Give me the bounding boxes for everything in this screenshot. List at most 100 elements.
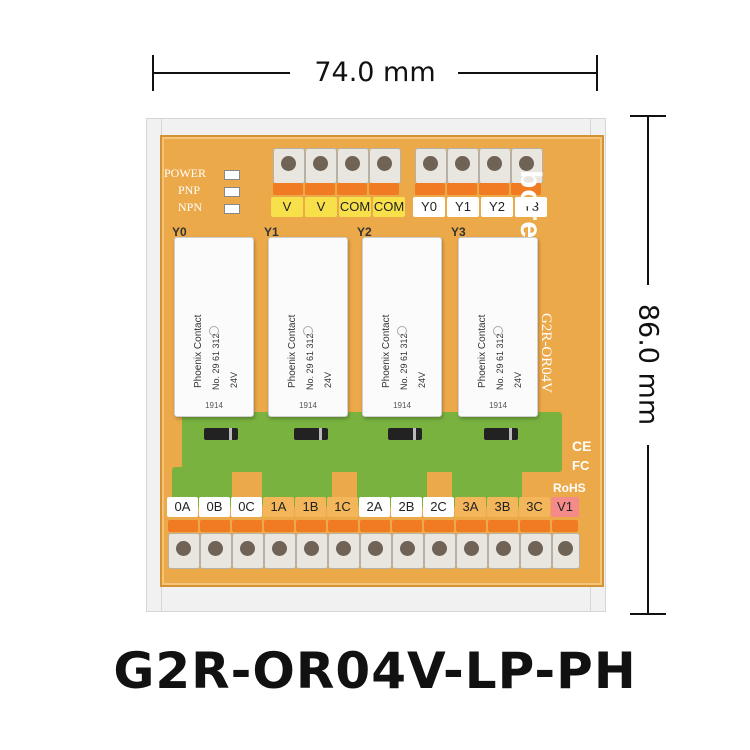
terminal-hole bbox=[272, 541, 287, 556]
terminal-lever[interactable] bbox=[488, 520, 518, 532]
dimension-line bbox=[647, 115, 649, 285]
terminal-lever[interactable] bbox=[415, 183, 445, 195]
terminal-block[interactable] bbox=[552, 533, 580, 569]
relay-voltage: 24V bbox=[513, 371, 523, 388]
terminal-block[interactable] bbox=[415, 148, 447, 184]
terminal-lever[interactable] bbox=[264, 520, 294, 532]
board-model-label: G2R-OR04V bbox=[538, 313, 554, 394]
terminal-block[interactable] bbox=[360, 533, 392, 569]
terminal-label: 2B bbox=[391, 497, 422, 517]
terminal-lever[interactable] bbox=[200, 520, 230, 532]
terminal-block[interactable] bbox=[232, 533, 264, 569]
dimension-tick bbox=[596, 55, 598, 91]
terminal-lever[interactable] bbox=[447, 183, 477, 195]
terminal-block[interactable] bbox=[168, 533, 200, 569]
bottom-terminal-labels: 0A 0B 0C 1A 1B 1C 2A 2B 2C 3A 3B 3C V1 bbox=[167, 497, 579, 517]
relay-part-number: No. 29 61 312 bbox=[305, 333, 315, 390]
height-dimension: 86.0 mm bbox=[630, 115, 666, 615]
terminal-block[interactable] bbox=[200, 533, 232, 569]
pnp-led bbox=[224, 187, 240, 197]
terminal-block[interactable] bbox=[264, 533, 296, 569]
relay-maker: Phoenix Contact bbox=[193, 314, 204, 388]
pnp-indicator-label: PNP bbox=[178, 183, 201, 197]
terminal-label: COM bbox=[339, 197, 371, 217]
terminal-block[interactable] bbox=[296, 533, 328, 569]
terminal-lever[interactable] bbox=[392, 520, 422, 532]
terminal-block[interactable] bbox=[328, 533, 360, 569]
relay-pin bbox=[397, 326, 407, 336]
terminal-label: V bbox=[305, 197, 337, 217]
relay-maker: Phoenix Contact bbox=[477, 314, 488, 388]
product-model-title: G2R-OR04V-LP-PH bbox=[113, 642, 637, 700]
diode bbox=[484, 428, 518, 440]
relay-pin bbox=[493, 326, 503, 336]
terminal-lever[interactable] bbox=[273, 183, 303, 195]
terminal-lever[interactable] bbox=[232, 520, 262, 532]
terminal-hole bbox=[240, 541, 255, 556]
terminal-block[interactable] bbox=[511, 148, 543, 184]
dimension-line bbox=[647, 445, 649, 615]
terminal-lever[interactable] bbox=[337, 183, 367, 195]
terminal-block[interactable] bbox=[456, 533, 488, 569]
terminal-lever[interactable] bbox=[479, 183, 509, 195]
relay-date-code: 1914 bbox=[205, 401, 223, 410]
terminal-hole bbox=[176, 541, 191, 556]
relay-voltage: 24V bbox=[323, 371, 333, 388]
terminal-label: 0C bbox=[231, 497, 262, 517]
terminal-lever[interactable] bbox=[424, 520, 454, 532]
fc-mark: FC bbox=[572, 458, 590, 473]
terminal-block[interactable] bbox=[273, 148, 305, 184]
diode bbox=[388, 428, 422, 440]
relay-date-code: 1914 bbox=[393, 401, 411, 410]
dimension-line bbox=[152, 72, 290, 74]
relay-voltage: 24V bbox=[229, 371, 239, 388]
terminal-block[interactable] bbox=[305, 148, 337, 184]
terminal-label: Y1 bbox=[447, 197, 479, 217]
terminal-label: 0A bbox=[167, 497, 198, 517]
terminal-block[interactable] bbox=[447, 148, 479, 184]
terminal-block[interactable] bbox=[424, 533, 456, 569]
terminal-lever[interactable] bbox=[511, 183, 541, 195]
terminal-hole bbox=[377, 156, 392, 171]
terminal-label: 1B bbox=[295, 497, 326, 517]
terminal-lever[interactable] bbox=[168, 520, 198, 532]
power-terminal-labels: V V COM COM bbox=[271, 197, 405, 217]
terminal-block[interactable] bbox=[392, 533, 424, 569]
power-led bbox=[224, 170, 240, 180]
terminal-block[interactable] bbox=[488, 533, 520, 569]
terminal-hole bbox=[423, 156, 438, 171]
terminal-label: Y3 bbox=[515, 197, 547, 217]
terminal-label: Y2 bbox=[481, 197, 513, 217]
terminal-lever[interactable] bbox=[360, 520, 390, 532]
brand-logo: bore bbox=[514, 170, 547, 240]
terminal-hole bbox=[528, 541, 543, 556]
terminal-label: 1C bbox=[327, 497, 358, 517]
terminal-hole bbox=[519, 156, 534, 171]
terminal-lever[interactable] bbox=[520, 520, 550, 532]
terminal-lever[interactable] bbox=[369, 183, 399, 195]
terminal-block[interactable] bbox=[337, 148, 369, 184]
terminal-lever[interactable] bbox=[328, 520, 358, 532]
relay-module: Phoenix Contact No. 29 61 312 24V 1914 bbox=[458, 237, 538, 417]
terminal-lever[interactable] bbox=[305, 183, 335, 195]
width-label: 74.0 mm bbox=[314, 57, 436, 88]
terminal-lever[interactable] bbox=[456, 520, 486, 532]
terminal-block[interactable] bbox=[369, 148, 401, 184]
relay-module: Phoenix Contact No. 29 61 312 24V 1914 bbox=[268, 237, 348, 417]
width-dimension: 74.0 mm bbox=[152, 55, 598, 91]
relay-channel-label: Y2 bbox=[357, 225, 372, 239]
relay-module: Phoenix Contact No. 29 61 312 24V 1914 bbox=[174, 237, 254, 417]
terminal-hole bbox=[313, 156, 328, 171]
rohs-mark: RoHS bbox=[553, 481, 586, 495]
terminal-lever[interactable] bbox=[552, 520, 578, 532]
terminal-lever[interactable] bbox=[296, 520, 326, 532]
power-indicator-label: POWER bbox=[164, 166, 206, 180]
relay-channel-label: Y3 bbox=[451, 225, 466, 239]
npn-led bbox=[224, 204, 240, 214]
terminal-block[interactable] bbox=[479, 148, 511, 184]
terminal-block[interactable] bbox=[520, 533, 552, 569]
terminal-hole bbox=[281, 156, 296, 171]
ce-mark: CE bbox=[572, 438, 592, 454]
terminal-hole bbox=[455, 156, 470, 171]
npn-indicator-label: NPN bbox=[178, 200, 203, 214]
